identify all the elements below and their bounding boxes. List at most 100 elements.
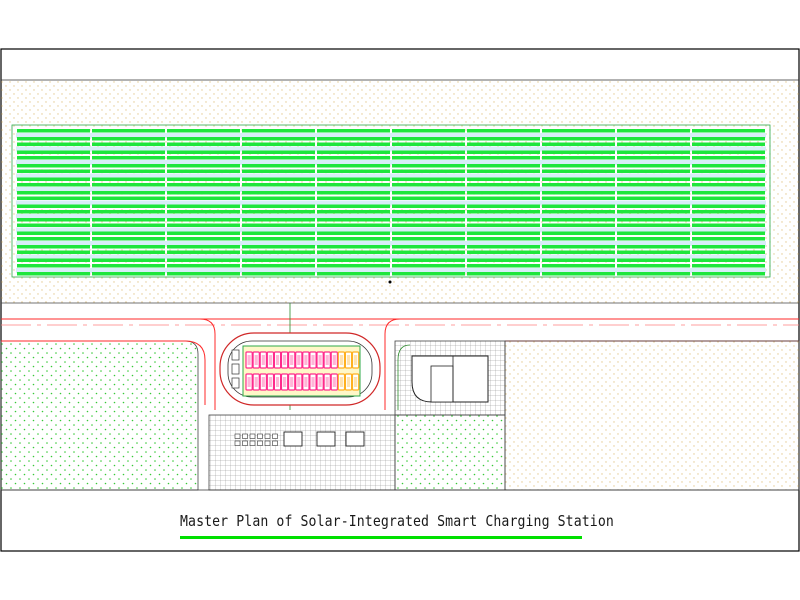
solar-panel-top xyxy=(167,156,240,160)
transformer-3 xyxy=(345,431,365,447)
small-slot xyxy=(272,433,278,439)
solar-row-gap xyxy=(16,241,766,246)
solar-panel-top xyxy=(542,196,615,200)
solar-panel-bottom xyxy=(617,272,690,276)
solar-row-gap xyxy=(16,133,766,138)
solar-panel-top xyxy=(167,196,240,200)
solar-panel-bottom xyxy=(617,231,690,235)
solar-row-gap xyxy=(16,254,766,260)
solar-panel-top xyxy=(317,129,390,133)
small-slot xyxy=(272,440,278,446)
equipment-room-a xyxy=(430,365,454,403)
ev-stall-fill xyxy=(332,377,336,387)
solar-panel-bottom xyxy=(17,258,90,262)
solar-panel-bottom xyxy=(167,137,240,141)
solar-panel-bottom xyxy=(92,137,165,141)
solar-panel-top xyxy=(167,264,240,268)
solar-panel-top xyxy=(242,237,315,241)
solar-panel-top xyxy=(542,210,615,214)
solar-row-gap xyxy=(16,187,766,192)
solar-panel-top xyxy=(692,210,765,214)
solar-panel-top xyxy=(167,210,240,214)
ev-stall-fill xyxy=(354,377,358,387)
solar-panel-bottom xyxy=(167,245,240,249)
solar-panel-top xyxy=(692,129,765,133)
ev-stall xyxy=(273,351,282,369)
solar-panel-bottom xyxy=(467,164,540,168)
solar-panel-top xyxy=(542,223,615,227)
solar-panel-top xyxy=(92,237,165,241)
small-slot xyxy=(242,433,248,439)
ev-stall-fill xyxy=(325,355,329,365)
ev-stall xyxy=(280,373,289,391)
solar-panel-top xyxy=(392,156,465,160)
solar-panel-bottom xyxy=(467,231,540,235)
ev-stall xyxy=(309,351,317,369)
solar-panel-bottom xyxy=(242,272,315,276)
solar-panel-bottom xyxy=(392,150,465,154)
ev-stall-fill xyxy=(254,377,258,387)
ev-stall xyxy=(288,351,296,369)
solar-panel-top xyxy=(392,223,465,227)
solar-panel-bottom xyxy=(167,258,240,262)
service-plot-curve xyxy=(397,344,411,410)
solar-panel-bottom xyxy=(317,204,390,208)
solar-panel-top xyxy=(317,237,390,241)
ev-stall xyxy=(288,373,296,391)
solar-panel-top xyxy=(392,237,465,241)
solar-panel-bottom xyxy=(167,218,240,222)
solar-panel-top xyxy=(467,264,540,268)
ev-stall-fill xyxy=(268,355,272,365)
solar-panel-bottom xyxy=(542,272,615,276)
ev-stall-fill xyxy=(339,355,343,365)
solar-panel-top xyxy=(242,169,315,173)
solar-panel-bottom xyxy=(392,177,465,181)
solar-panel-top xyxy=(542,264,615,268)
solar-panel-bottom xyxy=(242,137,315,141)
solar-panel-bottom xyxy=(692,191,765,195)
solar-panel-top xyxy=(617,264,690,268)
solar-panel-top xyxy=(317,156,390,160)
solar-panel-bottom xyxy=(92,204,165,208)
solar-panel-top xyxy=(617,250,690,254)
ev-stall-fill xyxy=(304,377,308,387)
ev-stall xyxy=(252,351,260,369)
small-slot xyxy=(249,440,256,446)
ev-stall xyxy=(337,373,346,391)
solar-panel-top xyxy=(542,250,615,254)
solar-panel-bottom xyxy=(392,137,465,141)
solar-panel-bottom xyxy=(92,164,165,168)
solar-panel-top xyxy=(317,250,390,254)
ev-stall xyxy=(323,373,331,391)
solar-panel-top xyxy=(17,264,90,268)
ev-stall xyxy=(302,351,310,369)
solar-panel-bottom xyxy=(17,272,90,276)
solar-panel-top xyxy=(17,223,90,227)
solar-panel-bottom xyxy=(617,204,690,208)
transformer-1 xyxy=(283,431,303,447)
ev-stall xyxy=(330,351,339,369)
solar-panel-bottom xyxy=(617,137,690,141)
solar-panel-bottom xyxy=(467,204,540,208)
small-slot xyxy=(264,440,271,446)
solar-panel-top xyxy=(242,210,315,214)
ev-stall-fill xyxy=(325,377,329,387)
solar-panel-bottom xyxy=(242,150,315,154)
solar-panel-top xyxy=(92,129,165,133)
solar-panel-top xyxy=(17,169,90,173)
solar-panel-top xyxy=(392,183,465,187)
solar-panel-top xyxy=(467,250,540,254)
solar-panel-bottom xyxy=(167,231,240,235)
ev-stall xyxy=(266,373,275,391)
ev-stall-fill xyxy=(318,377,322,387)
solar-panel-top xyxy=(692,169,765,173)
ev-stall xyxy=(337,351,346,369)
solar-panel-top xyxy=(92,142,165,146)
solar-panel-top xyxy=(92,156,165,160)
solar-panel-top xyxy=(467,156,540,160)
solar-panel-bottom xyxy=(392,231,465,235)
solar-panel-bottom xyxy=(467,137,540,141)
ev-stall xyxy=(245,351,253,369)
green-lot-left xyxy=(0,340,199,491)
